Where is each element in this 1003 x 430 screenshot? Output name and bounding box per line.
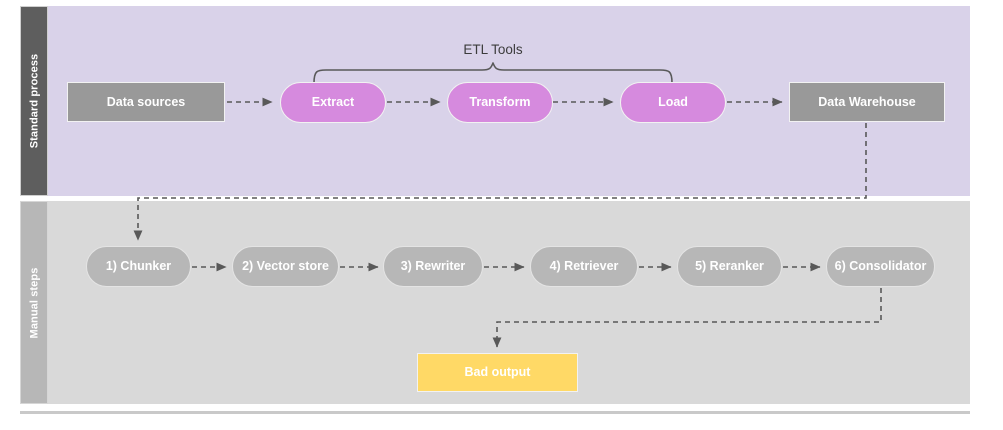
node-label: Transform <box>469 95 531 110</box>
node-retriever[interactable]: 4) Retriever <box>530 246 638 287</box>
node-bad-output[interactable]: Bad output <box>417 353 578 392</box>
node-label: 5) Reranker <box>695 259 764 274</box>
etl-tools-bracket-icon <box>313 62 673 84</box>
swimlane-label-text: Manual steps <box>28 267 41 338</box>
node-data-warehouse[interactable]: Data Warehouse <box>789 82 945 122</box>
node-label: Data Warehouse <box>818 94 916 109</box>
node-extract[interactable]: Extract <box>280 82 386 123</box>
node-label: 4) Retriever <box>549 259 619 274</box>
node-label: 3) Rewriter <box>400 259 466 274</box>
swimlane-label-standard-process: Standard process <box>20 6 48 196</box>
node-label: Extract <box>311 95 355 110</box>
node-label: Data sources <box>106 94 186 109</box>
node-label: Bad output <box>464 365 531 380</box>
etl-tools-annotation-label: ETL Tools <box>463 42 523 57</box>
node-reranker[interactable]: 5) Reranker <box>677 246 782 287</box>
node-consolidator[interactable]: 6) Consolidator <box>826 246 935 287</box>
node-rewriter[interactable]: 3) Rewriter <box>383 246 483 287</box>
node-vector-store[interactable]: 2) Vector store <box>232 246 339 287</box>
node-label: 2) Vector store <box>242 259 329 274</box>
node-data-sources[interactable]: Data sources <box>67 82 225 122</box>
node-label: 6) Consolidator <box>834 259 927 274</box>
swimlane-label-text: Standard process <box>28 53 40 149</box>
node-transform[interactable]: Transform <box>447 82 553 123</box>
node-load[interactable]: Load <box>620 82 726 123</box>
node-label: 1) Chunker <box>105 259 172 274</box>
node-label: Load <box>658 95 688 110</box>
node-chunker[interactable]: 1) Chunker <box>86 246 191 287</box>
bottom-divider <box>20 411 970 414</box>
swimlane-label-manual-steps: Manual steps <box>20 201 48 404</box>
